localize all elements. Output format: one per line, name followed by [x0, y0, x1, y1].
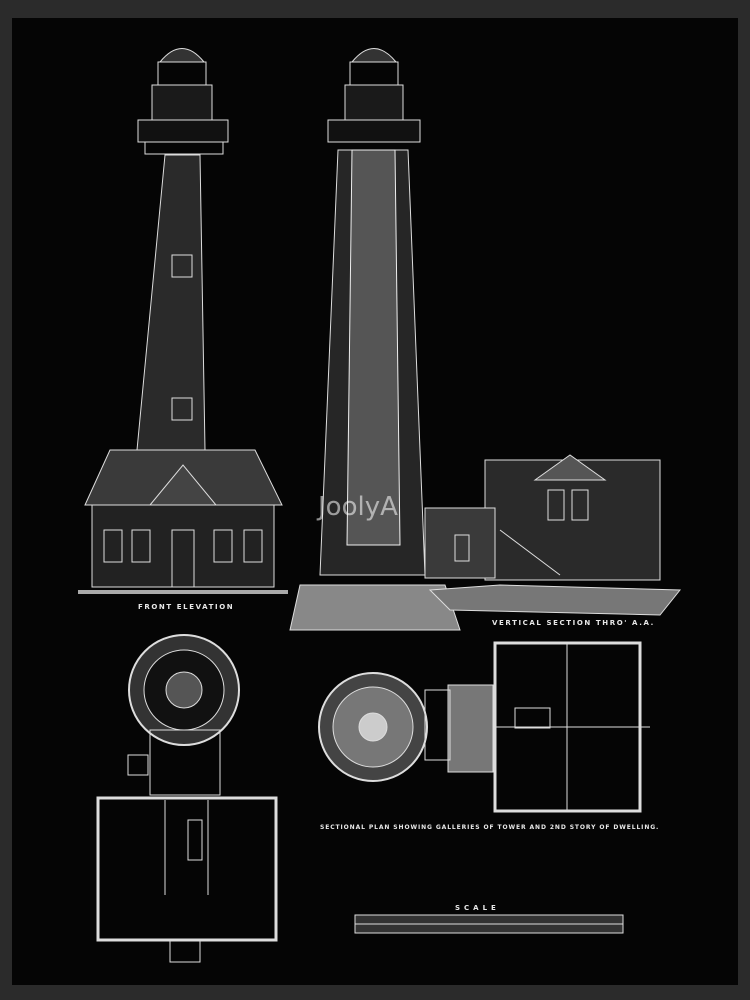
- vertical-section-dwelling: [424, 454, 682, 616]
- front-elevation-dwelling: [78, 449, 288, 594]
- ground-plan: [96, 634, 278, 963]
- front-elevation-label: FRONT ELEVATION: [138, 603, 235, 611]
- front-elevation-tower: [136, 48, 229, 451]
- watermark: JoolyA: [318, 492, 398, 522]
- sectional-plan: [318, 641, 650, 813]
- scale-bar: [354, 914, 624, 934]
- vertical-section-label: VERTICAL SECTION THRO' A.A.: [492, 619, 655, 627]
- sectional-plan-label: SECTIONAL PLAN SHOWING GALLERIES OF TOWE…: [320, 824, 660, 831]
- vertical-section-tower: [289, 48, 461, 631]
- scale-label: SCALE: [455, 904, 500, 912]
